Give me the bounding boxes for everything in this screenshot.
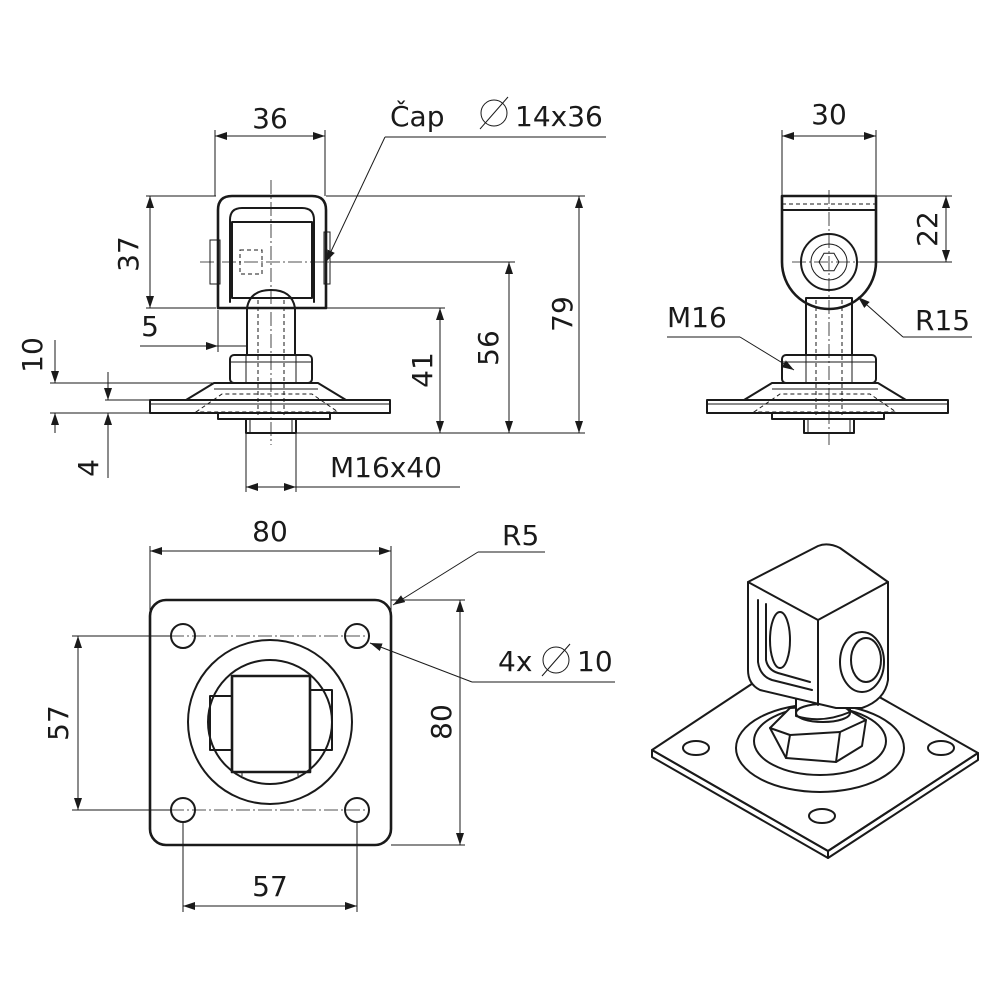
dim-overall-height: 79: [546, 296, 579, 332]
dim-plate-width: 80: [252, 515, 288, 548]
dim-thread-spec: M16x40: [330, 451, 442, 484]
iso-hole-left: [682, 740, 710, 756]
dim-hole-spacing-v: 57: [42, 705, 75, 741]
dim-hole-spacing-h: 57: [252, 870, 288, 903]
dim-plate-height: 80: [425, 704, 458, 740]
dim-nut-thickness: 4: [72, 459, 105, 477]
label-pin-size: 14x36: [515, 100, 603, 133]
iso-hole-right: [927, 740, 955, 756]
side-cone-washer: [743, 382, 907, 401]
dim-front-width: 36: [252, 102, 288, 135]
dim-height-56: 56: [472, 330, 505, 366]
side-view: 30 22 M16 R15: [667, 98, 972, 445]
iso-hole-front: [808, 808, 836, 824]
dim-height-top: 37: [112, 236, 145, 272]
label-pin-prefix: Čap: [390, 99, 444, 133]
dim-offset-5: 5: [141, 310, 159, 343]
diameter-symbol: [479, 96, 509, 130]
front-view: 36 Čap 14x36 37 5 10 4: [16, 96, 606, 492]
top-bracket: [230, 674, 312, 774]
side-bracket: [780, 194, 878, 311]
front-pin: [231, 221, 313, 299]
side-base-plate: [706, 399, 949, 414]
top-washer-inner: [207, 659, 333, 785]
dim-side-height: 22: [911, 211, 944, 247]
front-base-plate: [149, 399, 391, 414]
top-base-plate: [148, 598, 393, 847]
diameter-symbol-holes: [541, 643, 571, 677]
iso-pin-end: [839, 631, 885, 693]
front-u-bracket: [216, 194, 328, 310]
dim-height-41: 41: [406, 352, 439, 388]
top-washer-outer: [187, 639, 353, 805]
top-view: 80 R5 57 4x 10 80 57: [42, 515, 615, 912]
iso-base-plate: [651, 651, 979, 852]
label-hole-diameter: 10: [577, 645, 613, 678]
dim-plate-thickness: 10: [16, 337, 49, 373]
label-hole-count: 4x: [498, 645, 532, 678]
front-cone-washer: [185, 382, 347, 401]
dim-side-width: 30: [811, 98, 847, 131]
isometric-view: [651, 543, 979, 859]
label-corner-radius: R5: [502, 519, 539, 552]
label-side-radius: R15: [915, 304, 970, 337]
label-side-thread: M16: [667, 301, 727, 334]
